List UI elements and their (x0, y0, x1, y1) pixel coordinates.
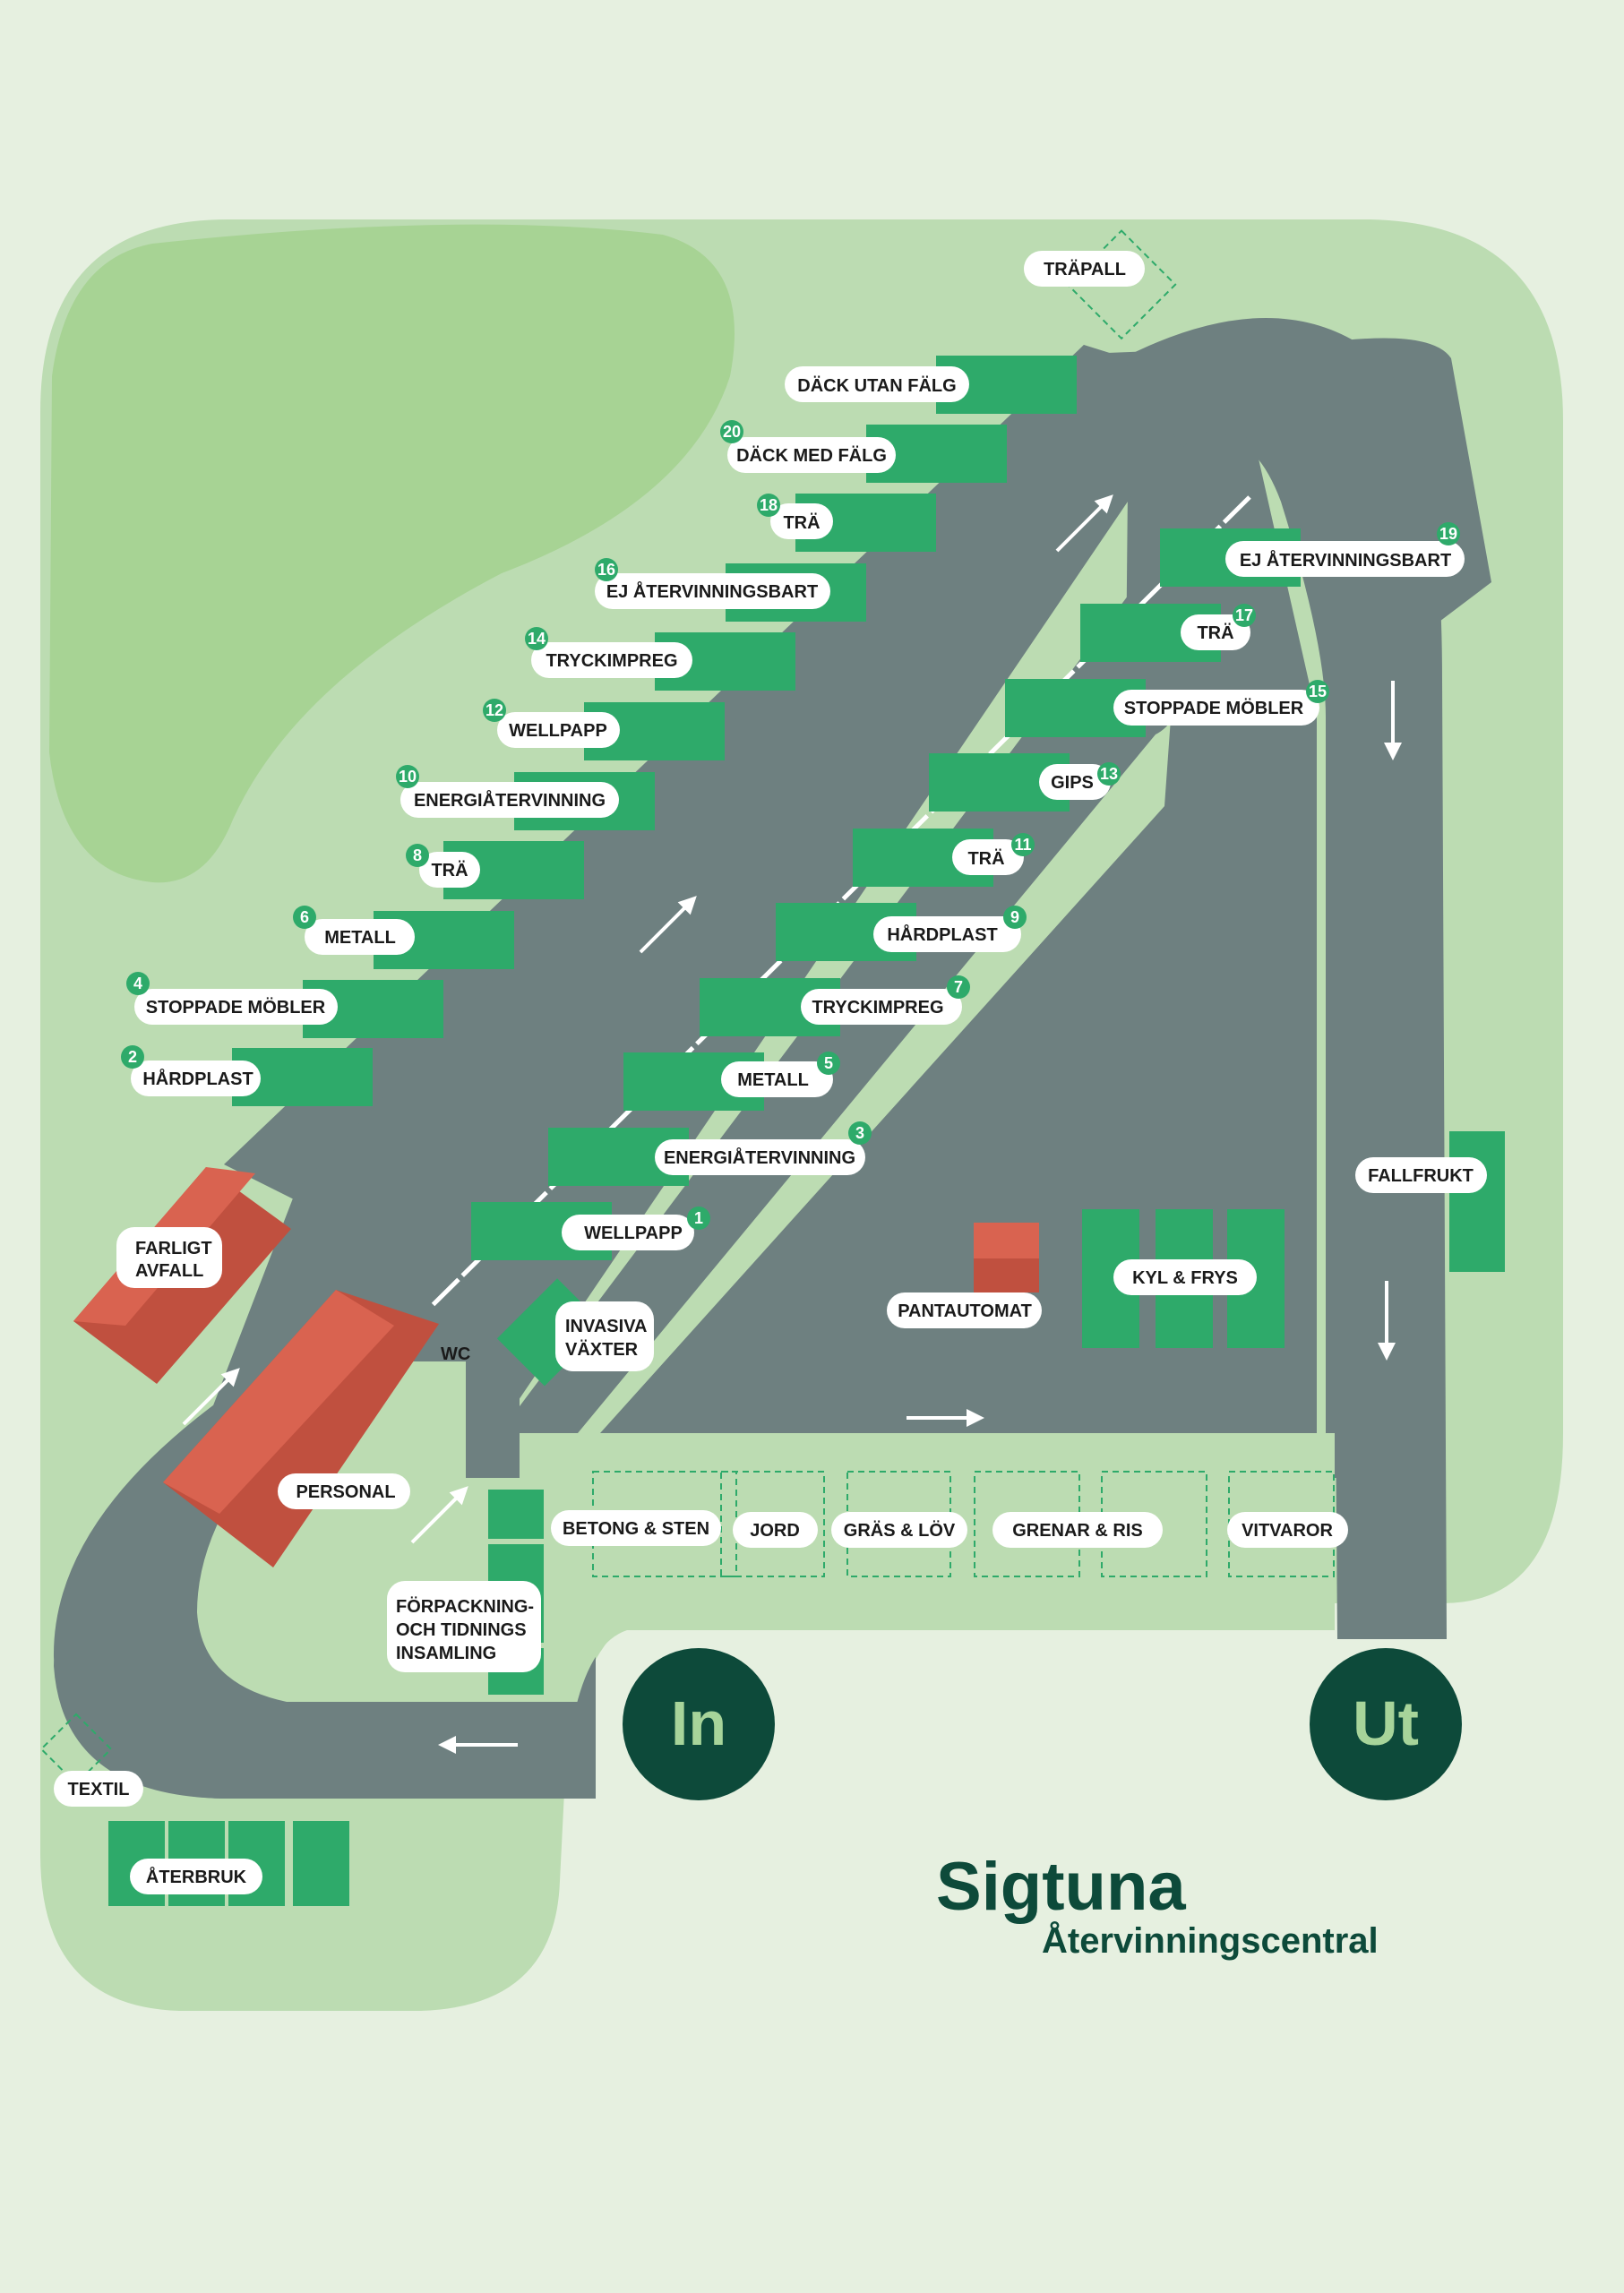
station-label-metall-5: METALL (737, 1070, 809, 1090)
label-forpackning-line2: OCH TIDNINGS (396, 1620, 527, 1640)
station-num-7: 7 (954, 978, 963, 996)
station-label-dack-utan-falg: DÄCK UTAN FÄLG (797, 375, 956, 396)
title-sub: Återvinningscentral (1042, 1920, 1379, 1961)
station-label-energiatervinning-3: ENERGIÅTERVINNING (664, 1146, 855, 1168)
label-farligt-avfall-line2: AVFALL (135, 1261, 203, 1281)
station-num-1: 1 (694, 1209, 703, 1227)
station-label-tryckimpreg-14: TRYCKIMPREG (546, 651, 677, 671)
label-grenar-ris: GRENAR & RIS (1012, 1521, 1143, 1541)
label-personal: PERSONAL (296, 1482, 395, 1502)
station-num-18: 18 (760, 496, 778, 514)
station-num-4: 4 (133, 975, 142, 992)
station-label-dack-med-falg: DÄCK MED FÄLG (736, 445, 887, 466)
label-fallfrukt: FALLFRUKT (1368, 1166, 1474, 1186)
station-label-energiatervinning-10: ENERGIÅTERVINNING (414, 789, 606, 811)
station-label-stoppade-mobler-15: STOPPADE MÖBLER (1124, 698, 1304, 718)
station-label-wellpapp-12: WELLPAPP (509, 721, 607, 741)
station-num-14: 14 (528, 630, 546, 648)
label-invasiva-line2: VÄXTER (565, 1339, 639, 1360)
station-label-stoppade-mobler-4: STOPPADE MÖBLER (146, 997, 326, 1018)
station-labels: DÄCK UTAN FÄLG DÄCK MED FÄLG 20 TRÄ 18 E… (121, 366, 1465, 1250)
label-textil: TEXTIL (68, 1780, 130, 1799)
label-wc: WC (441, 1344, 470, 1364)
station-num-13: 13 (1100, 765, 1118, 783)
label-gras-lov: GRÄS & LÖV (844, 1520, 956, 1541)
road-island-lower (155, 1361, 1335, 1791)
station-num-2: 2 (128, 1048, 137, 1066)
station-num-6: 6 (300, 908, 309, 926)
label-aterbruk: ÅTERBRUK (146, 1866, 247, 1887)
label-betong-sten: BETONG & STEN (563, 1519, 709, 1539)
label-vitvaror: VITVAROR (1242, 1521, 1333, 1541)
station-label-tra-8: TRÄ (431, 860, 468, 880)
station-num-20: 20 (723, 423, 741, 441)
place-labels: TRÄPALL FARLIGT AVFALL WC INVASIVA VÄXTE… (54, 251, 1487, 1894)
exit-ut-label: Ut (1353, 1688, 1419, 1758)
station-label-hardplast-9: HÅRDPLAST (887, 923, 997, 945)
station-label-ej-atervinningsbart-19: EJ ÅTERVINNINGSBART (1240, 549, 1451, 571)
entrance-in-label: In (671, 1688, 726, 1758)
direction-arrows (182, 494, 1402, 1754)
station-num-17: 17 (1235, 606, 1253, 624)
label-kyl-frys: KYL & FRYS (1132, 1268, 1238, 1288)
station-label-tra-17: TRÄ (1197, 623, 1233, 643)
exit-ut-circle (1310, 1648, 1462, 1800)
station-label-wellpapp-1: WELLPAPP (584, 1224, 683, 1243)
textil-area (39, 1713, 113, 1786)
station-label-gips-13: GIPS (1051, 773, 1094, 793)
station-num-15: 15 (1309, 683, 1327, 700)
entrance-in-circle (623, 1648, 775, 1800)
station-label-ej-atervinningsbart-16: EJ ÅTERVINNINGSBART (606, 580, 818, 602)
station-label-metall-6: METALL (324, 928, 396, 948)
station-label-hardplast-2: HÅRDPLAST (142, 1068, 253, 1089)
road-entry (466, 1379, 520, 1478)
station-label-tra-11: TRÄ (967, 848, 1004, 869)
station-label-tryckimpreg-7: TRYCKIMPREG (812, 998, 943, 1018)
station-label-tra-18: TRÄ (783, 512, 820, 533)
station-num-9: 9 (1010, 908, 1019, 926)
station-num-10: 10 (399, 768, 417, 786)
title-main: Sigtuna (936, 1849, 1186, 1925)
station-num-3: 3 (855, 1124, 864, 1142)
label-forpackning-line1: FÖRPACKNING- (396, 1596, 534, 1617)
label-farligt-avfall-line1: FARLIGT (135, 1239, 212, 1258)
lawn-area (49, 224, 735, 883)
building-pantautomat (974, 1223, 1039, 1292)
station-num-12: 12 (485, 701, 503, 719)
label-invasiva-line1: INVASIVA (565, 1317, 648, 1336)
label-jord: JORD (750, 1521, 800, 1541)
station-num-19: 19 (1439, 525, 1457, 543)
trapall-area (1066, 229, 1177, 340)
label-trapall: TRÄPALL (1044, 259, 1126, 279)
road-inner-lane (600, 430, 1317, 1433)
building-personal (163, 1290, 439, 1567)
label-pantautomat: PANTAUTOMAT (898, 1301, 1032, 1321)
station-num-16: 16 (597, 561, 615, 579)
station-num-5: 5 (824, 1054, 833, 1072)
station-num-8: 8 (413, 846, 422, 864)
station-num-11: 11 (1014, 836, 1031, 854)
left-row-containers (232, 356, 1077, 1106)
label-forpackning-line3: INSAMLING (396, 1644, 496, 1663)
